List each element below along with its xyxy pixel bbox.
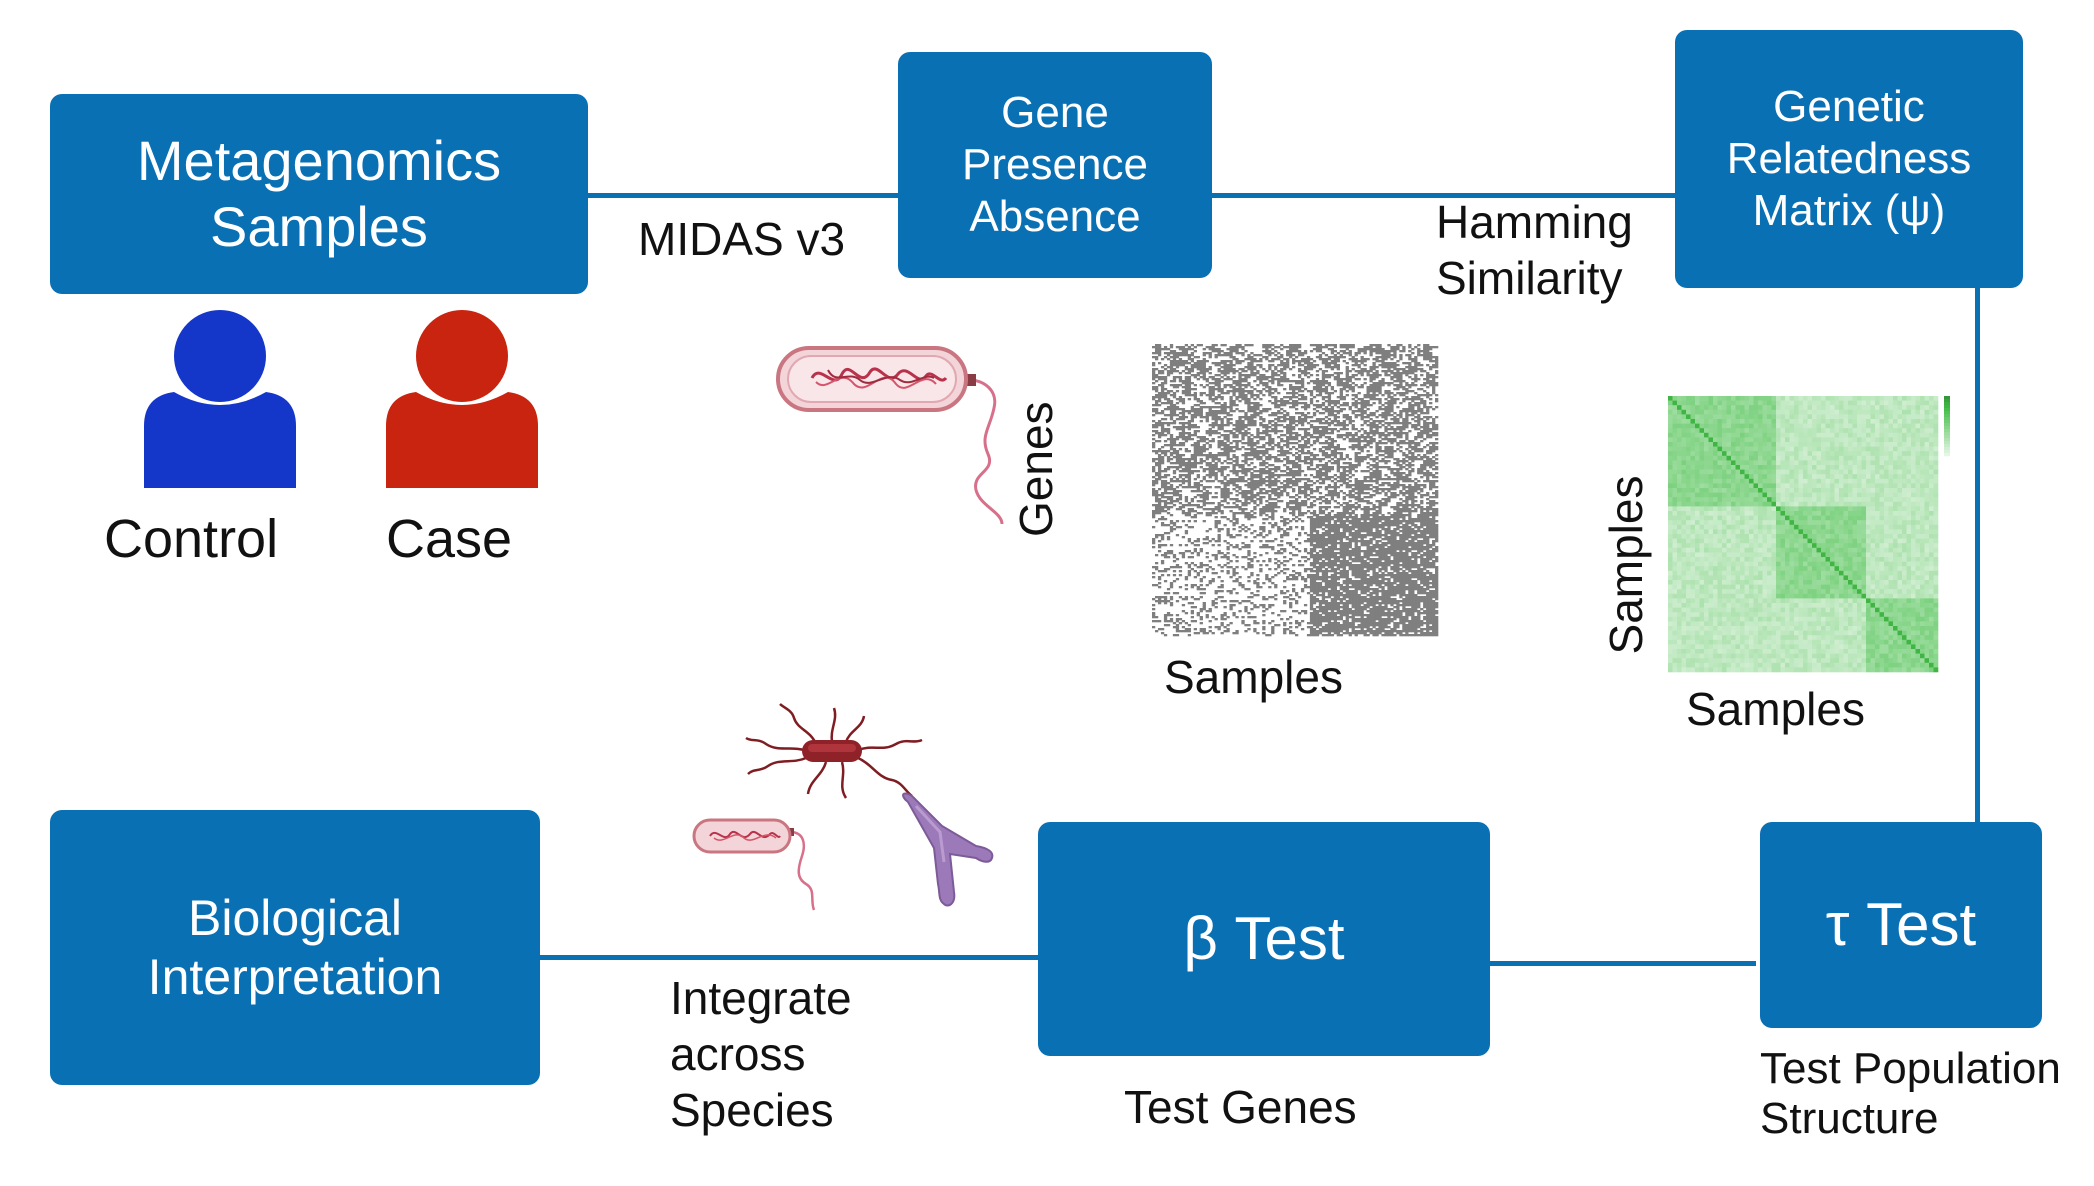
genetic-relatedness-heatmap <box>1668 396 1950 673</box>
case-label: Case <box>386 509 513 569</box>
connector-grm-to-tau <box>1975 288 1980 823</box>
person-head <box>416 310 508 402</box>
gene-presence-absence-matrix <box>1152 344 1439 637</box>
tau-test-box: τ Test <box>1760 822 2042 1028</box>
flagellated-bacterium-icon <box>692 818 816 911</box>
biological-interpretation-label: Biological Interpretation <box>147 889 443 1005</box>
metagenomics-samples-box: Metagenomics Samples <box>50 94 588 294</box>
beta-test-box: β Test <box>1038 822 1490 1056</box>
person-head <box>174 310 266 402</box>
beta-test-label: β Test <box>1183 905 1345 972</box>
genetic-relatedness-matrix-box: Genetic Relatedness Matrix (ψ) <box>1675 30 2023 288</box>
metagenomics-samples-label: Metagenomics Samples <box>136 129 502 258</box>
person-icon <box>144 310 296 488</box>
biological-interpretation-box: Biological Interpretation <box>50 810 540 1085</box>
gene-presence-absence-label: Gene Presence Absence <box>962 88 1148 241</box>
test-population-structure-label: Test Population Structure <box>1760 1044 2061 1143</box>
connector-gene-to-grm <box>1212 193 1680 198</box>
samples-axis-label-2: Samples <box>1686 683 1865 735</box>
gene-presence-absence-box: Gene Presence Absence <box>898 52 1212 278</box>
connector-tau-to-beta <box>1488 961 1756 966</box>
hamming-similarity-label: Hamming Similarity <box>1436 196 1633 304</box>
midas-label: MIDAS v3 <box>638 213 846 265</box>
genetic-relatedness-matrix-label: Genetic Relatedness Matrix (ψ) <box>1726 82 1972 235</box>
control-label: Control <box>104 509 279 569</box>
pili-bacterium-icon <box>745 703 923 799</box>
tau-test-label: τ Test <box>1825 891 1977 958</box>
person-body <box>144 392 296 488</box>
person-icon <box>386 310 538 488</box>
test-genes-label: Test Genes <box>1124 1081 1357 1133</box>
flagellated-bacterium-icon <box>776 346 1004 525</box>
integrate-across-species-label: Integrate across Species <box>670 972 852 1136</box>
samples-vertical-axis-label: Samples <box>1600 475 1652 655</box>
samples-axis-label-1: Samples <box>1164 651 1343 703</box>
person-body <box>386 392 538 488</box>
connector-beta-to-bio <box>540 955 1038 960</box>
connector-metagenomics-to-gene <box>588 193 898 198</box>
branched-fungus-icon <box>902 792 994 907</box>
